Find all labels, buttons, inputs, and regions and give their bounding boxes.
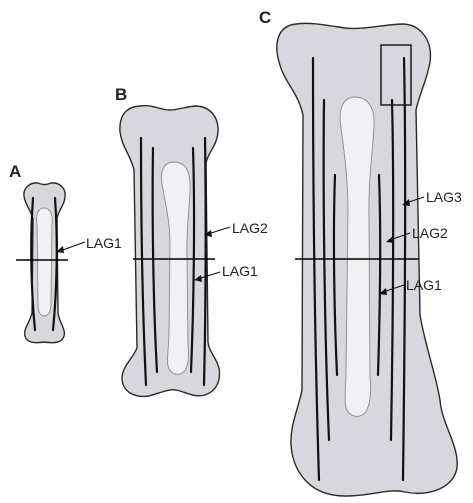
panel-letter-c: C [259,8,271,27]
panel-b: B LAG2 LAG1 [115,85,268,396]
label-lag1-a: LAG1 [86,235,122,251]
panel-letter-a: A [9,162,21,181]
label-lag2-b: LAG2 [232,220,268,236]
marrow-cavity-a [37,208,53,316]
panel-c: C LAG3 LAG2 LAG1 [259,8,462,496]
label-lag2-c: LAG2 [412,225,448,241]
label-lag1-b: LAG1 [222,263,258,279]
panel-a: A LAG1 [9,162,122,343]
label-lag3-c: LAG3 [426,189,462,205]
leader-lag1-a [60,242,85,251]
label-lag1-c: LAG1 [406,277,442,293]
panel-letter-b: B [115,85,127,104]
